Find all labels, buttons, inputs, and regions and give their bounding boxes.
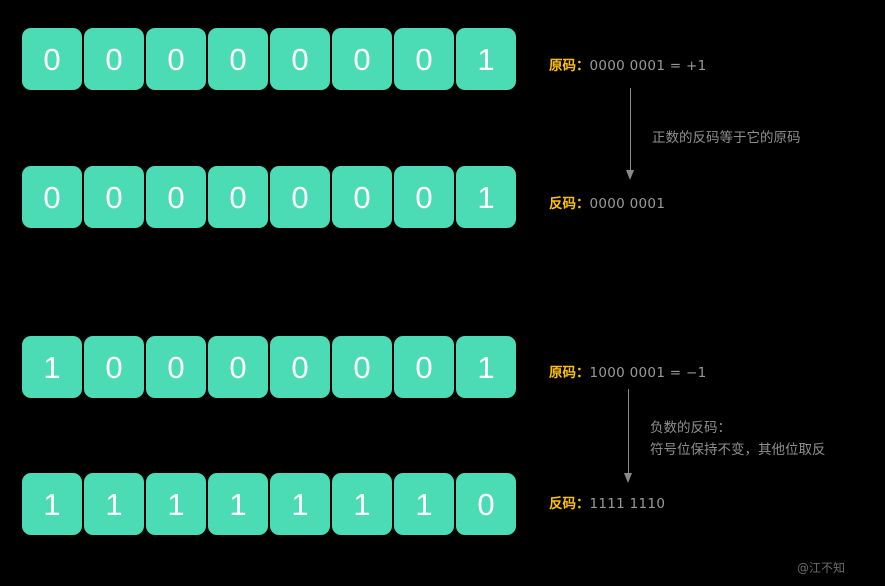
bit-cell: 0 (394, 166, 454, 228)
label-original-positive: 原码：0000 0001 = +1 (549, 58, 707, 74)
bit-cell: 0 (84, 336, 144, 398)
bit-cell: 0 (332, 166, 392, 228)
bit-cell: 0 (84, 28, 144, 90)
bit-cell: 1 (146, 473, 206, 535)
label-tag: 原码 (549, 365, 576, 381)
label-tag: 反码 (549, 196, 576, 212)
bit-cell: 1 (208, 473, 268, 535)
label-separator: ： (576, 365, 590, 381)
label-value: 0000 0001 (589, 196, 666, 212)
bit-cell: 0 (270, 166, 330, 228)
bit-cell: 0 (270, 336, 330, 398)
label-separator: ： (576, 496, 590, 512)
bit-cell: 1 (456, 166, 516, 228)
label-original-negative: 原码：1000 0001 = −1 (549, 365, 707, 381)
bit-cell: 0 (146, 166, 206, 228)
bit-cell: 1 (456, 336, 516, 398)
bit-cell: 0 (208, 336, 268, 398)
label-value: 0000 0001 = +1 (589, 58, 707, 74)
bit-cell: 0 (394, 28, 454, 90)
label-ones-complement-negative: 反码：1111 1110 (549, 496, 666, 512)
label-separator: ： (576, 58, 590, 74)
bit-cell: 0 (456, 473, 516, 535)
bit-cell: 0 (146, 336, 206, 398)
bit-cell: 0 (84, 166, 144, 228)
bit-row-original-negative: 1 0 0 0 0 0 0 1 (22, 336, 516, 398)
bit-cell: 0 (208, 166, 268, 228)
bit-cell: 1 (394, 473, 454, 535)
bit-cell: 1 (22, 473, 82, 535)
bit-row-original-positive: 0 0 0 0 0 0 0 1 (22, 28, 516, 90)
bit-cell: 0 (22, 166, 82, 228)
bit-row-ones-complement-positive: 0 0 0 0 0 0 0 1 (22, 166, 516, 228)
label-value: 1000 0001 = −1 (589, 365, 707, 381)
bit-cell: 1 (270, 473, 330, 535)
label-ones-complement-positive: 反码：0000 0001 (549, 196, 666, 212)
bit-cell: 0 (332, 336, 392, 398)
note-positive-rule: 正数的反码等于它的原码 (652, 130, 801, 146)
label-value: 1111 1110 (589, 496, 666, 512)
bit-cell: 0 (146, 28, 206, 90)
label-separator: ： (576, 196, 590, 212)
bit-cell: 1 (84, 473, 144, 535)
bit-cell: 0 (270, 28, 330, 90)
label-tag: 原码 (549, 58, 576, 74)
bit-cell: 0 (208, 28, 268, 90)
bit-cell: 0 (394, 336, 454, 398)
bit-cell: 1 (456, 28, 516, 90)
note-negative-rule-line1: 负数的反码： (650, 420, 731, 436)
bit-cell: 0 (332, 28, 392, 90)
watermark: @江不知 (797, 561, 846, 575)
bit-cell: 1 (22, 336, 82, 398)
note-negative-rule-line2: 符号位保持不变，其他位取反 (650, 442, 826, 458)
bit-cell: 1 (332, 473, 392, 535)
label-tag: 反码 (549, 496, 576, 512)
bit-cell: 0 (22, 28, 82, 90)
bit-row-ones-complement-negative: 1 1 1 1 1 1 1 0 (22, 473, 516, 535)
